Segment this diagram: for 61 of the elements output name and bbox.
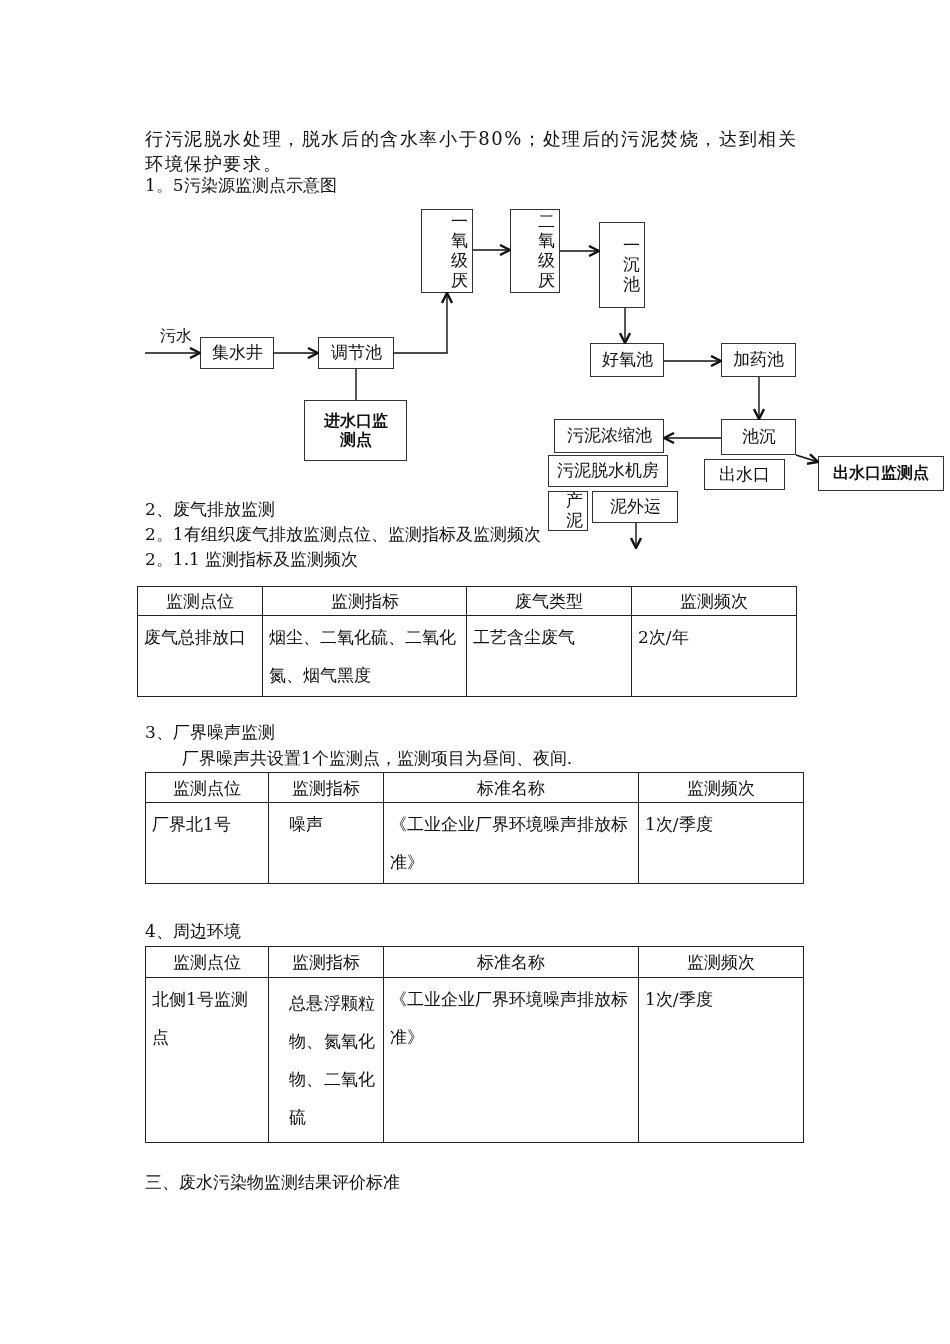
table-header-cell: 监测点位 [145, 772, 269, 803]
table-header-cell: 监测点位 [145, 946, 269, 978]
monitoring-point-box: 进水口监测点 [304, 400, 407, 461]
figure-title: 1。5污染源监测点示意图 [145, 175, 337, 196]
arrow [618, 307, 632, 345]
arrow [629, 522, 643, 550]
process-box: 二氧级厌 [510, 209, 560, 293]
arrow [795, 453, 820, 465]
table-header-cell: 标准名称 [383, 772, 639, 803]
table-header-cell: 标准名称 [383, 946, 639, 978]
table-cell: 废气总排放口 [137, 615, 263, 697]
table-header-cell: 监测指标 [268, 946, 384, 978]
process-box: 集水井 [200, 337, 274, 369]
arrow [273, 346, 320, 360]
paragraph: 行污泥脱水处理，脱水后的含水率小于80%；处理后的污泥焚烧，达到相关环境保护要求。 [145, 127, 799, 176]
paragraph: 厂界噪声共设置1个监测点，监测项目为昼间、夜间. [182, 748, 573, 769]
table-cell: 1次/季度 [638, 977, 804, 1143]
process-box: 一沉池 [599, 222, 645, 308]
table-header-cell: 废气类型 [466, 586, 632, 616]
arrow [144, 346, 202, 360]
arrow [559, 244, 601, 258]
table-cell: 工艺含尘废气 [466, 615, 632, 697]
table-cell: 北侧1号监测点 [145, 977, 269, 1143]
process-box: 出水口 [704, 459, 785, 490]
process-box: 产泥 [548, 491, 588, 531]
table-header-cell: 监测频次 [638, 946, 804, 978]
table-cell: 烟尘、二氧化硫、二氧化氮、烟气黑度 [262, 615, 467, 697]
table-cell: 总悬浮颗粒物、氮氧化物、二氧化硫 [268, 977, 384, 1143]
table-cell: 《工业企业厂界环境噪声排放标准》 [383, 802, 639, 884]
table-cell: 2次/年 [631, 615, 797, 697]
table-header-cell: 监测点位 [137, 586, 263, 616]
arrow [662, 431, 722, 445]
arrow [393, 291, 454, 354]
table-cell: 《工业企业厂界环境噪声排放标准》 [383, 977, 639, 1143]
process-box: 好氧池 [590, 343, 664, 377]
arrow [752, 376, 766, 421]
connector-line [355, 368, 357, 401]
section-heading: 2。1有组织废气排放监测点位、监测指标及监测频次 [145, 524, 541, 545]
section-heading: 3、厂界噪声监测 [145, 722, 275, 743]
table-header-cell: 监测指标 [268, 772, 384, 803]
section-heading: 三、废水污染物监测结果评价标准 [145, 1172, 400, 1193]
section-heading: 2。1.1 监测指标及监测频次 [145, 549, 359, 570]
table-header-cell: 监测频次 [631, 586, 797, 616]
arrow [663, 354, 723, 368]
process-box: 污泥浓缩池 [554, 419, 664, 453]
process-box: 泥外运 [592, 491, 678, 523]
table-header-cell: 监测频次 [638, 772, 804, 803]
table-header-cell: 监测指标 [262, 586, 467, 616]
process-box: 加药池 [721, 343, 796, 377]
table-cell: 1次/季度 [638, 802, 804, 884]
process-box: 污泥脱水机房 [548, 455, 668, 487]
edge-label: 污水 [160, 326, 192, 346]
section-heading: 2、废气排放监测 [145, 499, 275, 520]
process-box: 一氧级厌 [421, 209, 473, 293]
process-box: 调节池 [318, 337, 394, 369]
process-box: 池沉 [721, 419, 796, 455]
table-cell: 厂界北1号 [145, 802, 269, 884]
section-heading: 4、周边环境 [145, 921, 241, 942]
monitoring-point-box: 出水口监测点 [818, 456, 944, 491]
table-cell: 噪声 [268, 802, 384, 884]
arrow [472, 243, 512, 257]
